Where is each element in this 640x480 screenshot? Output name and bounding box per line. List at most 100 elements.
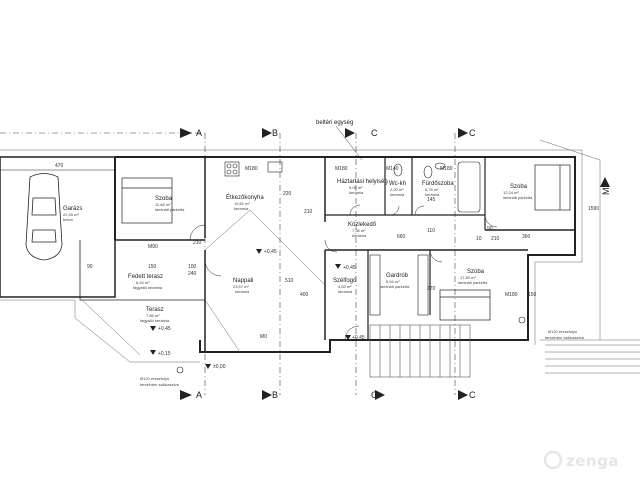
room-nappali: Nappali 23,57 m² kerámia xyxy=(233,278,253,294)
section-marker-c-top: C xyxy=(345,128,378,138)
room-szoba1: Szoba 11,66 m² laminált parketta xyxy=(155,196,185,212)
svg-text:C: C xyxy=(469,390,476,400)
room-garazs-area: 22,45 m² xyxy=(63,212,79,217)
room-terasz-area: 7,85 m² xyxy=(146,313,160,318)
zenga-watermark: zenga xyxy=(543,450,619,470)
section-marker-a-top: A xyxy=(180,128,202,138)
room-fedett-floor: fagyálló kerámia xyxy=(133,285,163,290)
dim-m140: M140 xyxy=(386,166,399,172)
section-marker-m: M xyxy=(600,177,611,195)
roof-outline xyxy=(0,139,640,363)
watermark-text: zenga xyxy=(566,452,619,470)
level-markers xyxy=(150,249,351,369)
section-marker-c-bottom: C xyxy=(371,390,385,400)
level-label-2: +0,45 xyxy=(343,265,356,271)
section-markers: A B C C A B C C xyxy=(180,128,611,400)
room-terasz: Terasz 7,85 m² fagyálló kerámia xyxy=(140,307,170,323)
section-marker-a-bottom: A xyxy=(180,390,202,400)
dim-400: 400 xyxy=(300,292,309,298)
dim-210-b: 210 xyxy=(304,209,313,215)
dim-270: 270 xyxy=(427,286,436,292)
room-szoba3-floor: laminált parketta xyxy=(458,280,488,285)
svg-text:C: C xyxy=(371,390,378,400)
walls xyxy=(0,156,576,353)
room-furdo-name: Fürdőszoba xyxy=(422,181,454,187)
dim-m180-c: M180 xyxy=(440,166,453,172)
room-szoba1-area: 11,66 m² xyxy=(155,202,171,207)
level-label-5: +0,15 xyxy=(158,351,171,357)
dim-145: 145 xyxy=(427,197,436,203)
side-stairs xyxy=(545,344,640,374)
dim-360: 360 xyxy=(522,234,531,240)
dim-m180-b: M180 xyxy=(335,166,348,172)
room-kozlekedo-name: Közlekedő xyxy=(348,222,377,228)
room-nappali-name: Nappali xyxy=(233,278,253,284)
room-szoba3: Szoba 17,80 m² laminált parketta xyxy=(458,269,488,285)
svg-text:A: A xyxy=(196,128,202,138)
bed-icon xyxy=(121,177,173,224)
room-terasz-name: Terasz xyxy=(146,307,164,313)
room-etkezo-name: Étkezőkonyha xyxy=(226,194,264,201)
door-swings xyxy=(189,204,498,341)
room-wc: Wc-kh 2,20 m² kerámia xyxy=(389,181,406,197)
room-szoba3-name: Szoba xyxy=(467,269,485,275)
dim-10: 10 xyxy=(476,236,482,242)
room-gardrob-floor: laminált parketta xyxy=(380,284,410,289)
room-szoba2-floor: laminált parketta xyxy=(503,195,533,200)
dim-m180-a: M180 xyxy=(245,166,258,172)
room-kozlekedo-area: 7,36 m² xyxy=(352,228,366,233)
gutter-note-right-1: Ø120 ereszfolyó xyxy=(548,329,578,334)
room-fedett-name: Fedett terasz xyxy=(128,274,163,280)
room-etkezo-area: 19,81 m² xyxy=(234,201,250,206)
bed-icon-3 xyxy=(439,289,491,321)
car-icon xyxy=(25,173,63,261)
entrance-steps xyxy=(369,324,471,378)
room-furdo-floor: kerámia xyxy=(425,192,440,197)
room-szoba1-name: Szoba xyxy=(155,196,173,202)
dim-110: 110 xyxy=(427,228,435,234)
room-szelfogo: Szélfogó 4,83 m² kerámia xyxy=(333,278,357,294)
svg-text:B: B xyxy=(272,128,278,138)
dim-90-a: 90 xyxy=(87,264,93,270)
level-label-4: +0,45 xyxy=(158,326,171,332)
room-wc-name: Wc-kh xyxy=(389,181,406,187)
svg-text:B: B xyxy=(272,390,278,400)
level-label-6: ±0,00 xyxy=(213,364,226,370)
room-furdo: Fürdőszoba 6,76 m² kerámia xyxy=(422,181,454,197)
room-szoba3-area: 17,80 m² xyxy=(460,275,476,280)
svg-text:C: C xyxy=(371,128,378,138)
room-szoba2-name: Szoba xyxy=(510,184,528,190)
room-etkezo: Étkezőkonyha 19,81 m² kerámia xyxy=(226,194,264,211)
room-haztartasi-name: Háztartási helyiség xyxy=(337,179,388,185)
dim-220: 220 xyxy=(283,191,292,197)
svg-text:A: A xyxy=(196,390,202,400)
dim-m180-d: M180 xyxy=(505,292,518,298)
kitchen-sink-icon xyxy=(267,161,283,173)
section-lines xyxy=(0,132,456,395)
room-gardrob-name: Gardrób xyxy=(386,273,409,279)
toilet-icon xyxy=(393,163,433,179)
dim-210-a: 210 xyxy=(193,240,202,246)
room-nappali-area: 23,57 m² xyxy=(233,284,249,289)
header-note: beltéri egység xyxy=(316,120,353,126)
gutter-note-right-2: terszinten szikkasztva xyxy=(545,335,585,340)
room-kozlekedo-floor: kerámia xyxy=(352,233,367,238)
room-szoba1-floor: laminált parketta xyxy=(155,207,185,212)
room-haztartasi: Háztartási helyiség 5,06 m² kerámia xyxy=(337,179,388,195)
washbasin-icon xyxy=(434,162,446,170)
room-garazs-name: Garázs xyxy=(63,206,82,212)
dim-m90: M90 xyxy=(148,244,158,250)
room-fedett: Fedett terasz 8,44 m² fagyálló kerámia xyxy=(128,274,163,290)
section-marker-b-bottom: B xyxy=(262,390,278,400)
dim-150-a: 150 xyxy=(148,264,157,270)
section-marker-c2-bottom: C xyxy=(458,390,476,400)
dim-240: 240 xyxy=(188,271,197,277)
wardrobe-icon xyxy=(369,254,429,316)
room-fedett-area: 8,44 m² xyxy=(136,280,150,285)
dim-150-b: 150 xyxy=(528,292,537,298)
room-gardrob-area: 5,94 m² xyxy=(386,279,400,284)
svg-text:M: M xyxy=(601,188,611,196)
room-szelfogo-floor: kerámia xyxy=(338,289,353,294)
